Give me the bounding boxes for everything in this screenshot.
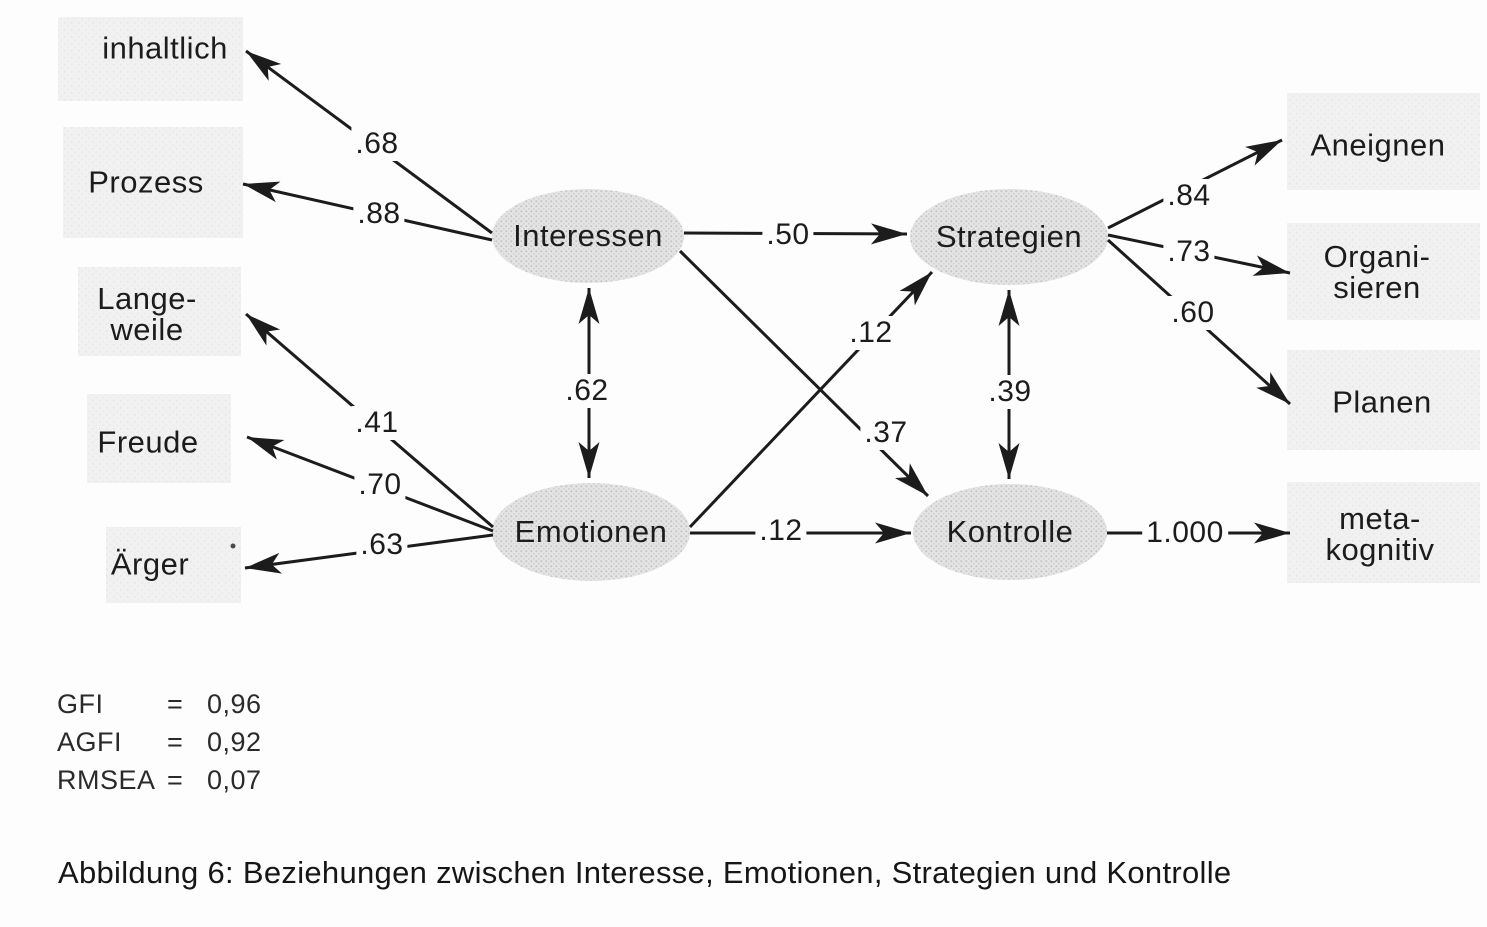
fit-statistics: GFI = 0,96 AGFI = 0,92 RMSEA = 0,07 bbox=[57, 685, 262, 799]
label-box-metakognitiv bbox=[1287, 482, 1480, 583]
coefficient-interessen-inhaltlich: .68 bbox=[351, 127, 403, 161]
scan-speck bbox=[230, 543, 236, 549]
label-box-prozess bbox=[63, 127, 243, 238]
latent-label-interessen: Interessen bbox=[513, 218, 663, 253]
fit-row-rmsea: RMSEA = 0,07 bbox=[57, 761, 262, 799]
observed-label-aerger: Ärger bbox=[110, 546, 190, 582]
coefficient-strategien-planen: .60 bbox=[1167, 296, 1219, 330]
observed-label-boxes bbox=[58, 17, 1480, 603]
coefficient-strategien-organisieren: .73 bbox=[1163, 235, 1215, 269]
label-box-organisieren bbox=[1287, 223, 1480, 320]
fit-row-agfi: AGFI = 0,92 bbox=[57, 723, 262, 761]
latent-node-emotionen bbox=[492, 483, 690, 581]
coefficient-emotionen-strategien: .12 bbox=[845, 316, 897, 350]
coefficient-emotionen-freude: .70 bbox=[354, 468, 406, 502]
label-box-planen bbox=[1287, 350, 1480, 450]
coefficient-interessen-emotionen: .62 bbox=[561, 374, 613, 408]
fit-row-gfi: GFI = 0,96 bbox=[57, 685, 262, 723]
coefficient-kontrolle-metakognitiv: 1.000 bbox=[1142, 516, 1228, 550]
coefficient-strategien-aneignen: .84 bbox=[1163, 179, 1215, 213]
path-emotionen-strategien bbox=[688, 270, 934, 529]
equals-sign: = bbox=[167, 765, 184, 795]
path-arrows bbox=[242, 49, 1292, 574]
equals-sign: = bbox=[167, 727, 184, 757]
fit-stat-value: 0,92 bbox=[207, 727, 262, 757]
coefficient-interessen-prozess: .88 bbox=[353, 197, 405, 231]
latent-label-kontrolle: Kontrolle bbox=[946, 514, 1074, 549]
label-box-aneignen bbox=[1287, 93, 1480, 190]
coefficient-emotionen-langeweile: .41 bbox=[351, 406, 403, 440]
label-box-langeweile bbox=[78, 267, 241, 356]
label-box-aerger bbox=[106, 527, 241, 603]
coefficient-interessen-kontrolle: .37 bbox=[860, 416, 912, 450]
figure-caption: Abbildung 6: Beziehungen zwischen Intere… bbox=[58, 855, 1232, 890]
observed-label-metakognitiv: meta- kognitiv bbox=[1325, 503, 1434, 565]
observed-label-langeweile-line2: weile bbox=[110, 312, 184, 347]
coefficient-strategien-kontrolle: .39 bbox=[984, 375, 1036, 409]
coefficient-interessen-strategien: .50 bbox=[762, 218, 814, 252]
observed-label-organisieren-line2: sieren bbox=[1333, 270, 1421, 305]
fit-stat-name: AGFI bbox=[57, 727, 123, 757]
label-box-inhaltlich bbox=[58, 17, 243, 101]
observed-label-metakognitiv-line2: kognitiv bbox=[1325, 532, 1435, 567]
latent-label-strategien: Strategien bbox=[935, 219, 1083, 254]
label-box-freude bbox=[87, 394, 231, 483]
observed-label-langeweile-line1: Lange- bbox=[97, 281, 197, 316]
equals-sign: = bbox=[167, 689, 184, 719]
observed-label-aneignen: Aneignen bbox=[1310, 127, 1446, 163]
latent-node-kontrolle bbox=[913, 484, 1107, 580]
latent-node-interessen bbox=[492, 189, 684, 283]
path-interessen-kontrolle bbox=[678, 249, 930, 498]
observed-label-metakognitiv-line1: meta- bbox=[1339, 501, 1421, 536]
observed-label-planen: Planen bbox=[1332, 384, 1432, 420]
observed-label-organisieren: Organi- sieren bbox=[1324, 241, 1431, 303]
observed-label-langeweile: Lange- weile bbox=[97, 283, 197, 345]
fit-stat-value: 0,96 bbox=[207, 689, 262, 719]
observed-label-inhaltlich: inhaltlich bbox=[102, 30, 228, 66]
coefficient-emotionen-aerger: .63 bbox=[356, 528, 408, 562]
latent-label-emotionen: Emotionen bbox=[514, 514, 668, 549]
fit-stat-value: 0,07 bbox=[207, 765, 262, 795]
latent-node-strategien bbox=[910, 189, 1108, 285]
fit-stat-name: RMSEA bbox=[57, 765, 156, 795]
observed-label-organisieren-line1: Organi- bbox=[1323, 239, 1431, 274]
observed-label-freude: Freude bbox=[97, 424, 199, 460]
coefficient-emotionen-kontrolle: .12 bbox=[755, 514, 807, 548]
latent-ellipses bbox=[492, 189, 1108, 581]
fit-stat-name: GFI bbox=[57, 689, 104, 719]
observed-label-prozess: Prozess bbox=[88, 164, 204, 200]
